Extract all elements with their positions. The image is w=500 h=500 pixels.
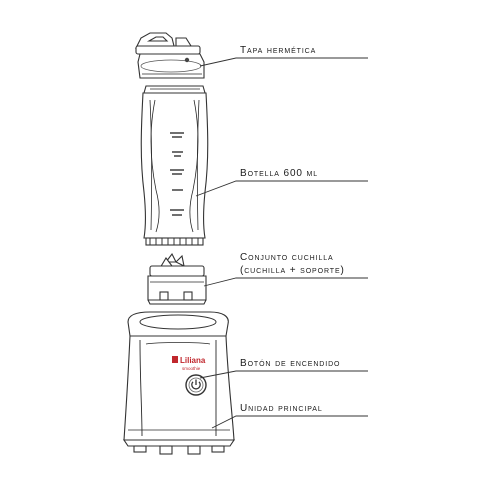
label-bottle: Botella 600 ml — [240, 168, 318, 179]
blade-assembly — [147, 252, 207, 305]
label-blade-line1: Conjunto cuchilla — [240, 252, 334, 263]
label-base: Unidad principal — [240, 403, 323, 414]
label-lid: Tapa hermética — [240, 45, 316, 56]
bottle — [140, 85, 209, 246]
svg-text:Liliana: Liliana — [180, 356, 206, 365]
label-blade-line2: (cuchilla + soporte) — [240, 265, 345, 276]
volume-scale — [170, 132, 184, 216]
brand-logo: Liliana smoothie — [172, 356, 206, 371]
leader-lines — [195, 57, 368, 429]
base-unit: Liliana smoothie — [122, 311, 236, 455]
label-power: Botón de encendido — [240, 358, 340, 369]
power-icon — [191, 379, 201, 390]
power-button[interactable] — [185, 374, 207, 396]
lid — [135, 32, 205, 79]
svg-text:smoothie: smoothie — [182, 366, 201, 371]
